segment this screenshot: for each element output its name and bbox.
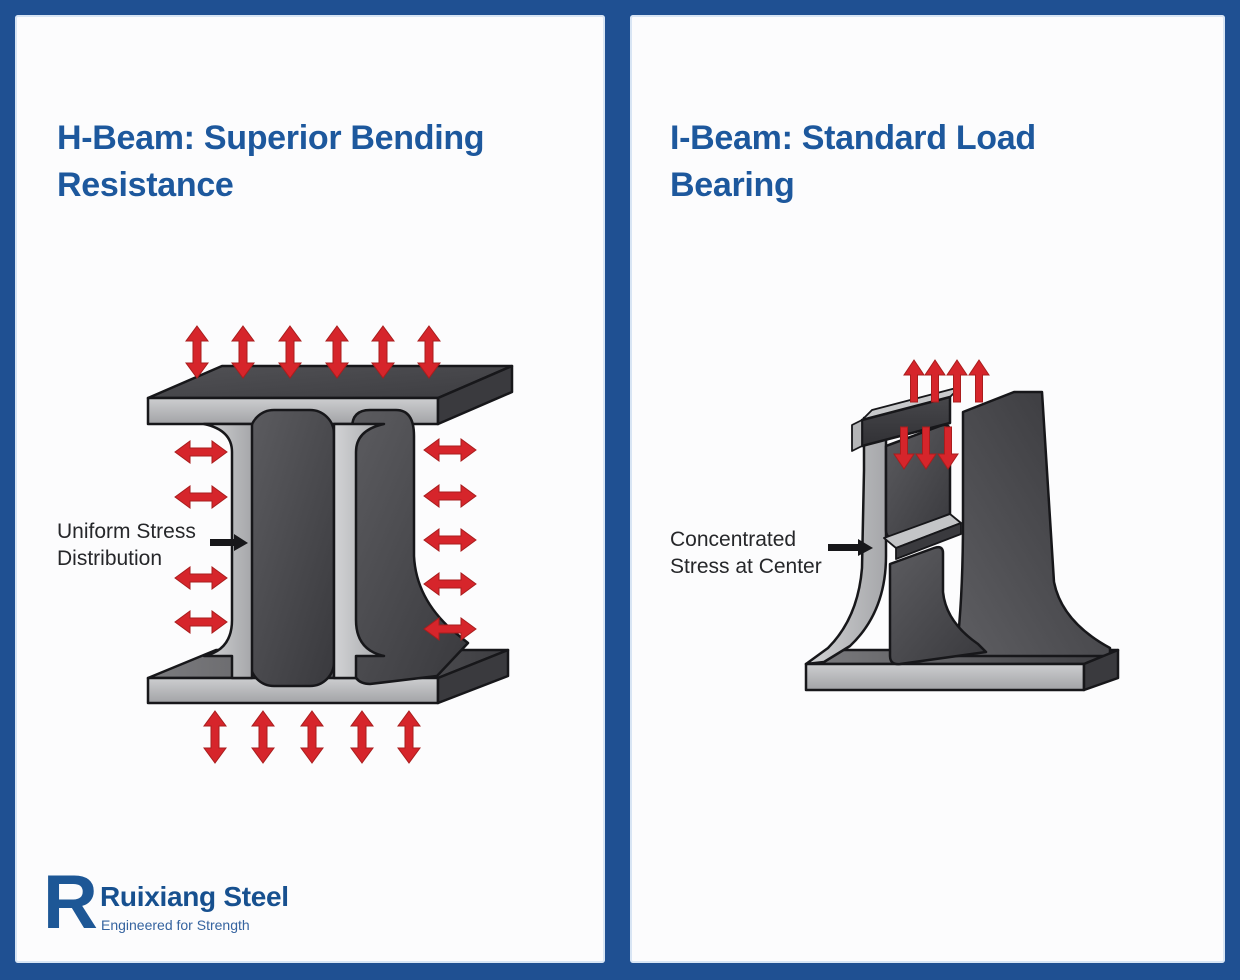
web-front-left — [202, 422, 254, 680]
double-arrow-icon — [174, 440, 228, 464]
near-flange-lower-panel — [888, 545, 988, 666]
pointer-arrow-icon — [828, 539, 873, 556]
web-ledge-lip — [895, 522, 962, 560]
double-arrow-icon — [423, 528, 477, 552]
h-beam-title: H-Beam: Superior Bending Resistance — [57, 115, 485, 209]
i-beam-annotation: Concentrated Stress at Center — [670, 526, 822, 580]
i-beam-panel: I-Beam: Standard Load Bearing — [630, 15, 1225, 963]
top-flange-end-face — [436, 364, 514, 426]
h-beam-title-line2: Resistance — [57, 166, 234, 204]
double-arrow-icon — [174, 610, 228, 634]
web-shadow-panel-left — [248, 408, 336, 688]
double-arrow-icon — [423, 484, 477, 508]
i-beam-title-line2: Bearing — [670, 166, 795, 204]
h-beam-panel: H-Beam: Superior Bending Resistance — [15, 15, 605, 963]
brand-tagline: Engineered for Strength — [101, 917, 250, 933]
i-beam-title: I-Beam: Standard Load Bearing — [670, 115, 1036, 209]
double-arrow-icon — [423, 572, 477, 596]
stress-arrows-bottom — [203, 710, 421, 764]
top-slab-end-face — [851, 419, 863, 452]
double-arrow-icon — [350, 710, 374, 764]
h-beam-webs — [202, 408, 470, 688]
double-arrow-icon — [203, 710, 227, 764]
h-beam-top-flange — [146, 364, 514, 426]
base-end-face — [1082, 648, 1120, 692]
h-beam-title-line1: H-Beam: Superior Bending — [57, 119, 485, 157]
bottom-flange-end-face — [436, 648, 510, 705]
stress-arrows-down — [893, 426, 959, 470]
web-front-right — [332, 422, 386, 680]
brand-name: Ruixiang Steel — [100, 881, 289, 912]
pointer-arrow-icon — [210, 534, 248, 551]
h-beam-annotation: Uniform Stress Distribution — [57, 518, 196, 572]
double-arrow-icon — [185, 325, 209, 379]
i-beam-title-line1: I-Beam: Standard Load — [670, 119, 1036, 157]
double-arrow-icon — [174, 485, 228, 509]
brand-logo: R Ruixiang Steel Engineered for Strength — [43, 860, 383, 963]
near-flange-edge-face — [804, 410, 888, 666]
i-beam-figure — [804, 359, 1120, 692]
i-beam-near-flange — [804, 386, 988, 666]
i-beam-annotation-line2: Stress at Center — [670, 555, 822, 578]
double-arrow-icon — [423, 438, 477, 462]
h-beam-annotation-line1: Uniform Stress — [57, 520, 196, 543]
i-beam-far-flange — [954, 390, 1112, 658]
base-front-face — [804, 662, 1086, 692]
h-beam-annotation-line2: Distribution — [57, 547, 163, 570]
i-beam-annotation-line1: Concentrated — [670, 528, 797, 551]
up-arrow-icon — [968, 359, 990, 403]
double-arrow-icon — [300, 710, 324, 764]
double-arrow-icon — [397, 710, 421, 764]
brand-logo-mark-icon: R — [43, 860, 98, 945]
up-arrow-icon — [903, 359, 925, 403]
i-beam-base — [804, 648, 1120, 692]
h-beam-figure — [146, 325, 514, 764]
double-arrow-icon — [251, 710, 275, 764]
